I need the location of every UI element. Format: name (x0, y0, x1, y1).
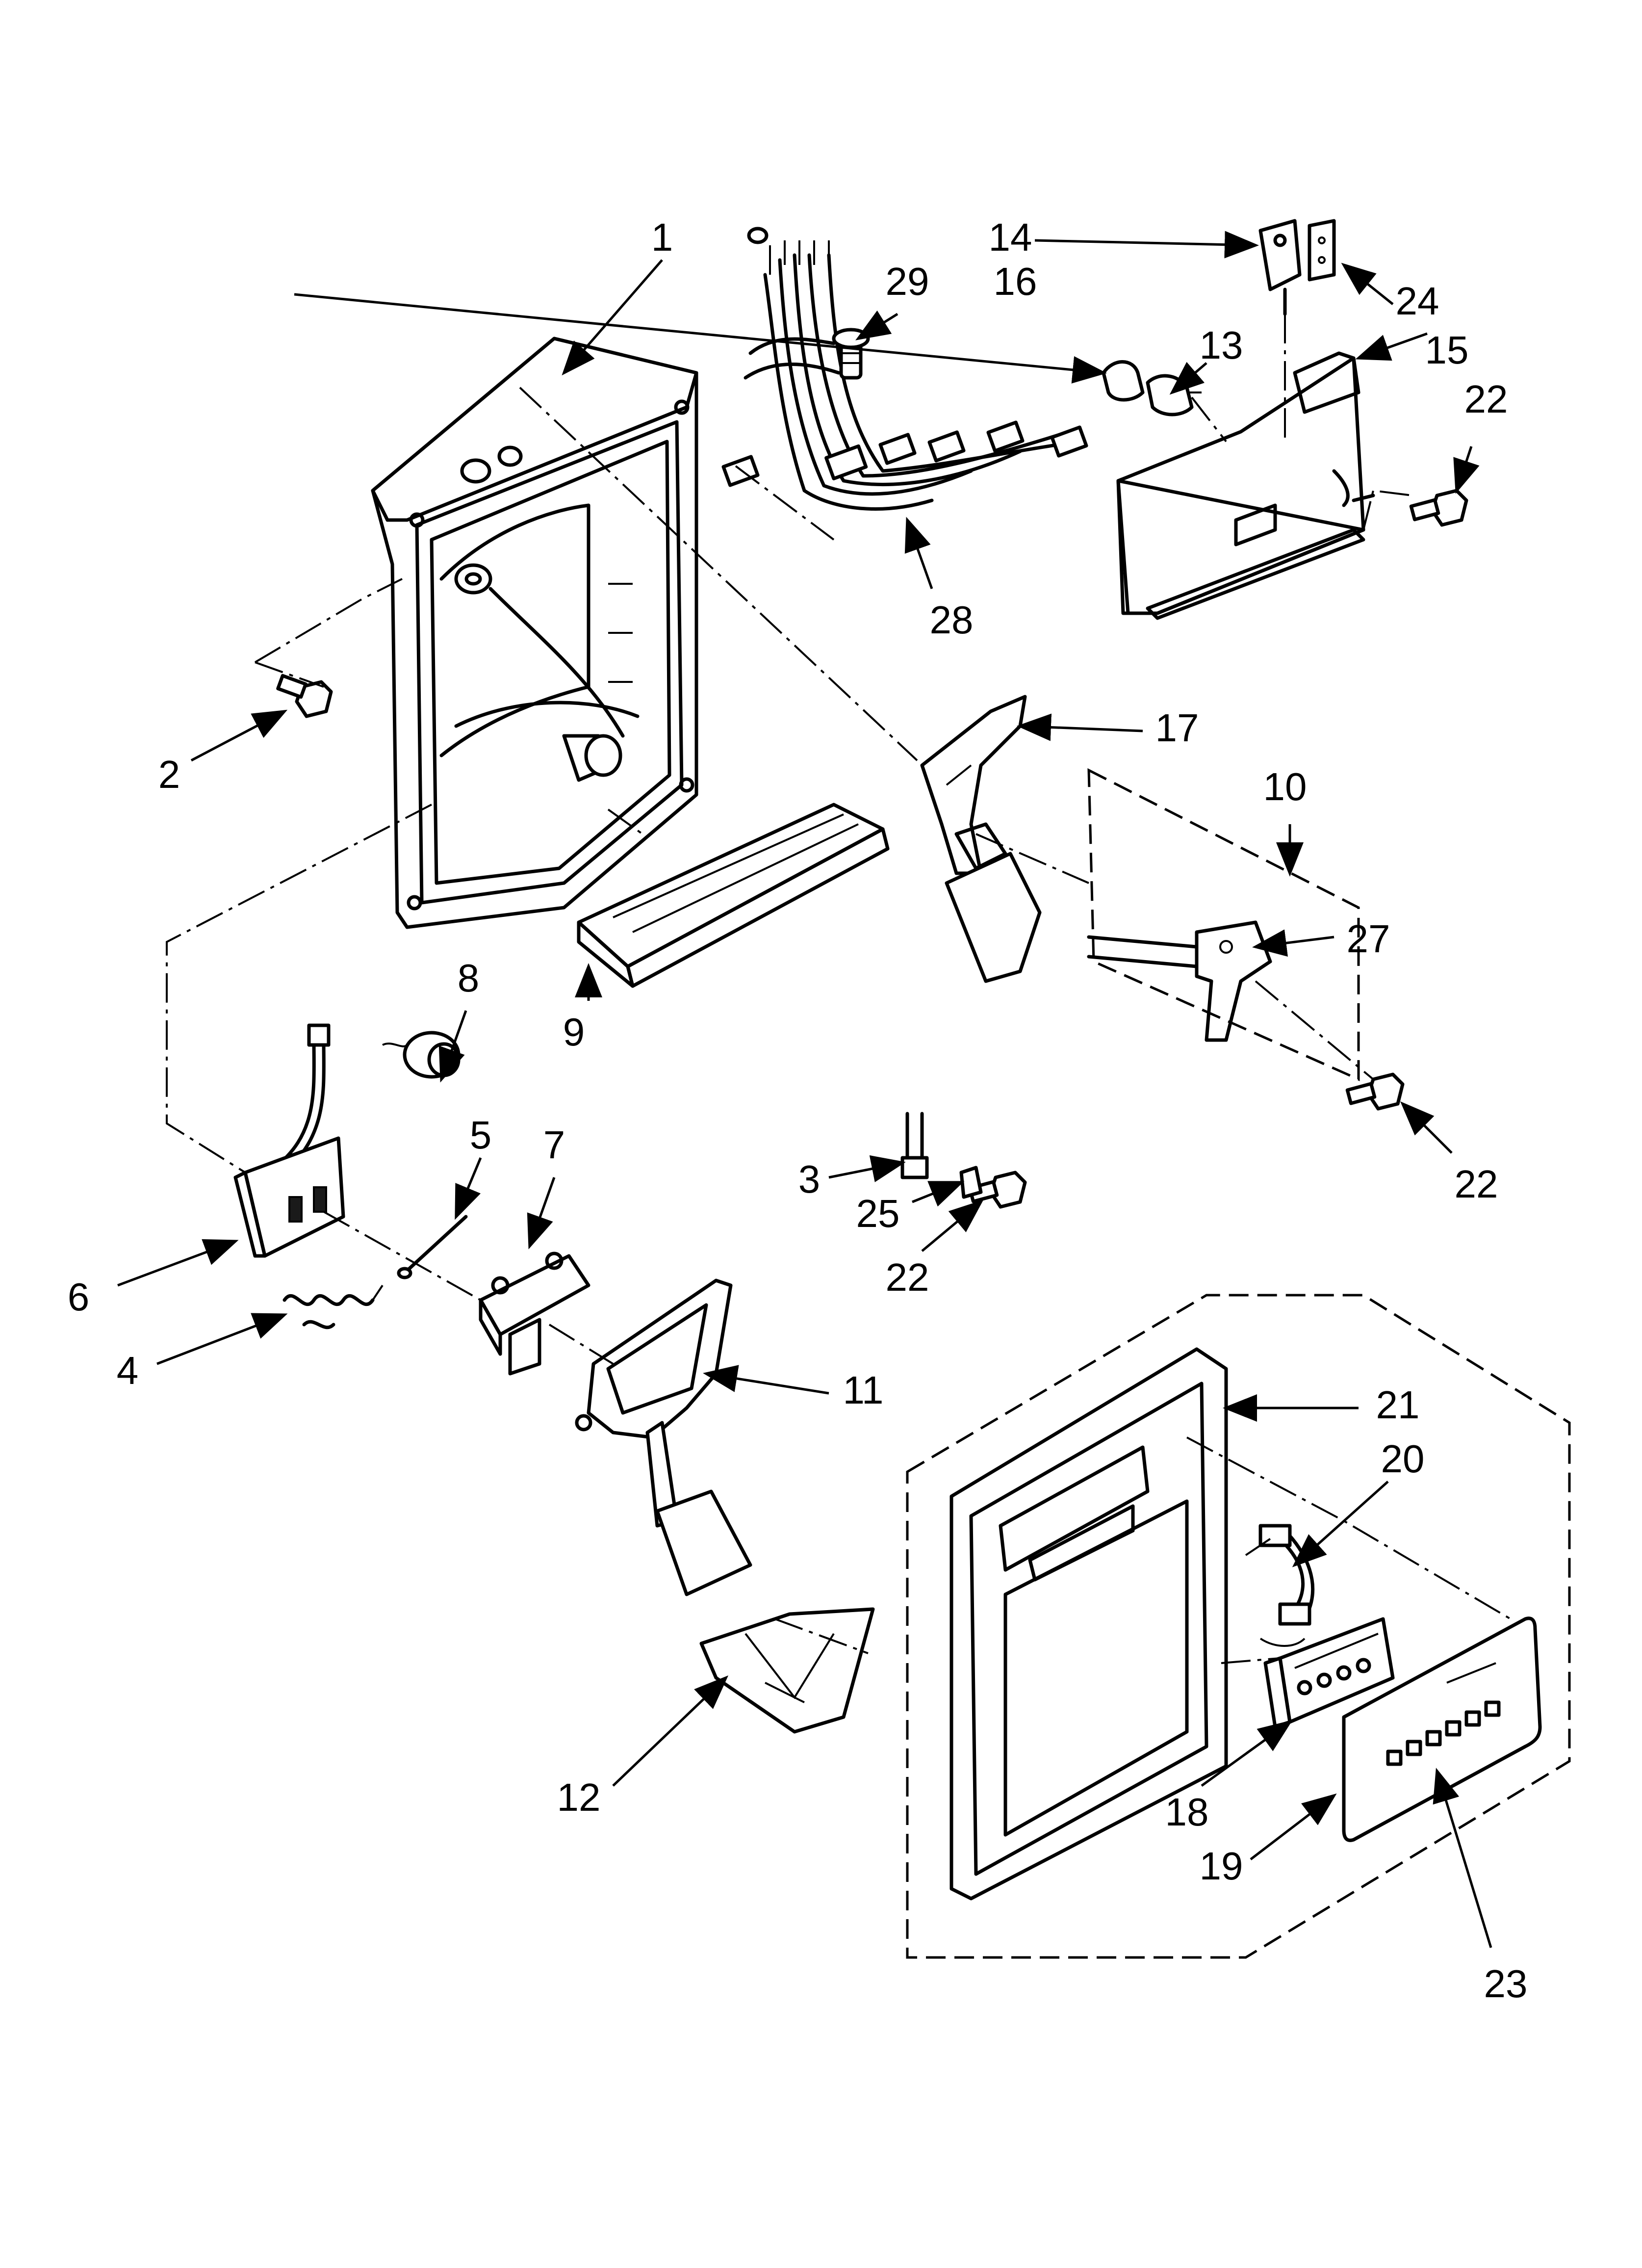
part-6-control-module (233, 1023, 345, 1258)
callout-21: 21 (1376, 1383, 1420, 1427)
callout-22-right: 22 (1455, 1162, 1498, 1206)
part-9-drip-tray (577, 803, 890, 988)
kit-23-outline (906, 1294, 1571, 1959)
part-11-water-lever (575, 1278, 752, 1596)
part-28-wire-harness (721, 227, 1088, 511)
callout-14: 14 (989, 215, 1032, 259)
part-7-bracket (479, 1251, 590, 1376)
part-27-actuator (1087, 920, 1272, 1042)
callout-1: 1 (651, 215, 673, 259)
part-18-control-board (1263, 1617, 1395, 1729)
part-20-wire-connector (1258, 1524, 1314, 1647)
callout-22-top: 22 (1464, 377, 1508, 421)
part-13-socket (1146, 374, 1202, 417)
callout-3: 3 (798, 1157, 821, 1201)
callout-16: 16 (994, 260, 1037, 303)
callout-labels: 1 2 3 4 5 6 7 8 9 10 11 12 13 14 15 16 1… (68, 215, 1528, 2006)
callout-15: 15 (1425, 328, 1469, 372)
assembly-lines (166, 314, 1571, 1959)
callout-22-bottom: 22 (886, 1255, 929, 1299)
callout-4: 4 (117, 1349, 139, 1392)
callout-7: 7 (543, 1123, 565, 1167)
callout-27: 27 (1347, 917, 1390, 961)
kit-10-outline (1087, 768, 1360, 1081)
callout-28: 28 (930, 598, 974, 642)
callout-10: 10 (1263, 765, 1307, 808)
part-22-screw-middle (1345, 1072, 1405, 1111)
part-8-motor (382, 1031, 461, 1079)
part-16-lamp (1102, 360, 1145, 402)
part-15-light-housing (1116, 351, 1375, 620)
callout-2: 2 (158, 753, 180, 796)
callout-25: 25 (856, 1192, 900, 1235)
callout-29: 29 (886, 260, 929, 303)
callout-17: 17 (1155, 706, 1199, 750)
leader-arrows (117, 231, 1492, 1948)
callout-8: 8 (458, 956, 480, 1000)
callout-19: 19 (1200, 1844, 1243, 1888)
part-19-control-overlay (1342, 1616, 1542, 1842)
part-17-ice-lever (920, 695, 1042, 983)
part-3-sensor (900, 1112, 929, 1179)
callout-5: 5 (470, 1113, 492, 1157)
part-5-pin (397, 1215, 468, 1279)
callout-12: 12 (557, 1775, 601, 1819)
part-22-screw-top (1409, 489, 1468, 527)
callout-18: 18 (1165, 1790, 1209, 1834)
part-4-spring (282, 1284, 384, 1330)
part-25-gasket (959, 1166, 983, 1199)
callout-13: 13 (1200, 323, 1243, 367)
part-2-screw (276, 674, 333, 718)
part-12-funnel (699, 1607, 875, 1734)
callout-24: 24 (1396, 279, 1439, 323)
callout-6: 6 (68, 1275, 90, 1319)
callout-11: 11 (843, 1368, 883, 1412)
part-21-trim-frame (949, 1347, 1228, 1901)
callout-9: 9 (563, 1010, 585, 1054)
callout-23: 23 (1484, 1962, 1528, 2006)
part-14-switch (1258, 219, 1302, 316)
part-24-insulator (1308, 219, 1336, 282)
part-1-dispenser-housing (371, 337, 698, 929)
callout-20: 20 (1381, 1437, 1425, 1481)
